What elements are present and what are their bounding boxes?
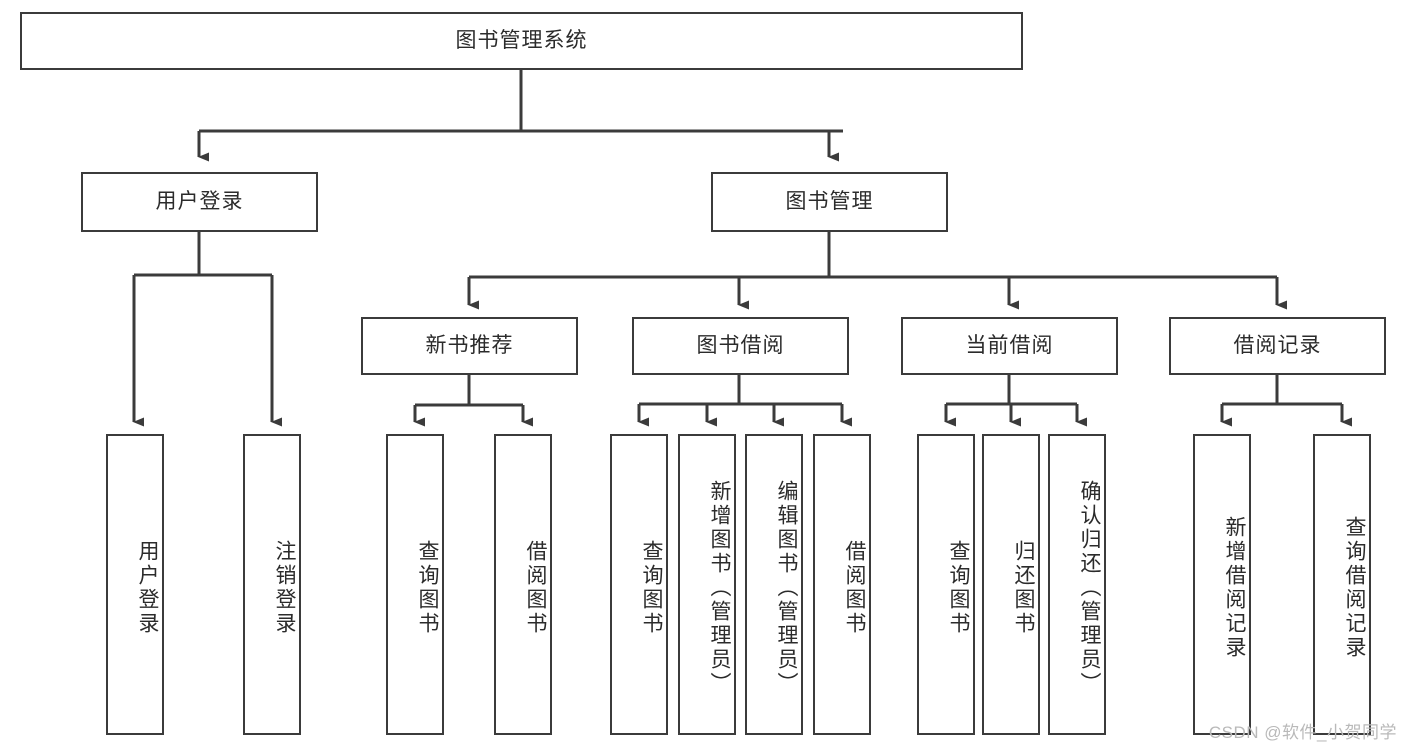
node-label: 编辑图书（管理员） xyxy=(775,479,798,696)
node-label: 用户登录 xyxy=(155,190,244,214)
node-label: 新书推荐 xyxy=(425,334,514,358)
leaf-confirm-return[interactable]: 确认归还（管理员） xyxy=(1048,434,1106,735)
node-label: 借阅图书 xyxy=(843,539,866,636)
node-label: 图书借阅 xyxy=(696,334,785,358)
node-book-manage[interactable]: 图书管理 xyxy=(711,172,948,232)
leaf-borrow-book-2[interactable]: 借阅图书 xyxy=(813,434,871,735)
node-label: 归还图书 xyxy=(1012,539,1035,636)
leaf-edit-book[interactable]: 编辑图书（管理员） xyxy=(745,434,803,735)
node-label: 借阅记录 xyxy=(1233,334,1322,358)
node-current-borrow[interactable]: 当前借阅 xyxy=(901,317,1118,375)
leaf-add-book[interactable]: 新增图书（管理员） xyxy=(678,434,736,735)
leaf-borrow-book-1[interactable]: 借阅图书 xyxy=(494,434,552,735)
node-user-login[interactable]: 用户登录 xyxy=(81,172,318,232)
leaf-user-login[interactable]: 用户登录 xyxy=(106,434,164,735)
node-new-book-rec[interactable]: 新书推荐 xyxy=(361,317,578,375)
node-label: 借阅图书 xyxy=(524,539,547,636)
node-label: 查询图书 xyxy=(640,539,663,636)
node-label: 查询借阅记录 xyxy=(1343,515,1366,660)
leaf-query-book-1[interactable]: 查询图书 xyxy=(386,434,444,735)
node-borrow-record[interactable]: 借阅记录 xyxy=(1169,317,1386,375)
node-label: 新增图书（管理员） xyxy=(708,479,731,696)
leaf-user-logout[interactable]: 注销登录 xyxy=(243,434,301,735)
node-label: 图书管理 xyxy=(785,190,874,214)
node-label: 查询图书 xyxy=(947,539,970,636)
leaf-query-record[interactable]: 查询借阅记录 xyxy=(1313,434,1371,735)
leaf-query-book-2[interactable]: 查询图书 xyxy=(610,434,668,735)
node-label: 图书管理系统 xyxy=(455,29,588,53)
leaf-query-book-3[interactable]: 查询图书 xyxy=(917,434,975,735)
node-label: 用户登录 xyxy=(136,539,159,636)
node-book-borrow[interactable]: 图书借阅 xyxy=(632,317,849,375)
node-label: 新增借阅记录 xyxy=(1223,515,1246,660)
node-label: 查询图书 xyxy=(416,539,439,636)
node-label: 确认归还（管理员） xyxy=(1078,479,1101,696)
leaf-return-book[interactable]: 归还图书 xyxy=(982,434,1040,735)
node-label: 注销登录 xyxy=(273,539,296,636)
leaf-add-record[interactable]: 新增借阅记录 xyxy=(1193,434,1251,735)
node-label: 当前借阅 xyxy=(965,334,1054,358)
node-root-system[interactable]: 图书管理系统 xyxy=(20,12,1023,70)
